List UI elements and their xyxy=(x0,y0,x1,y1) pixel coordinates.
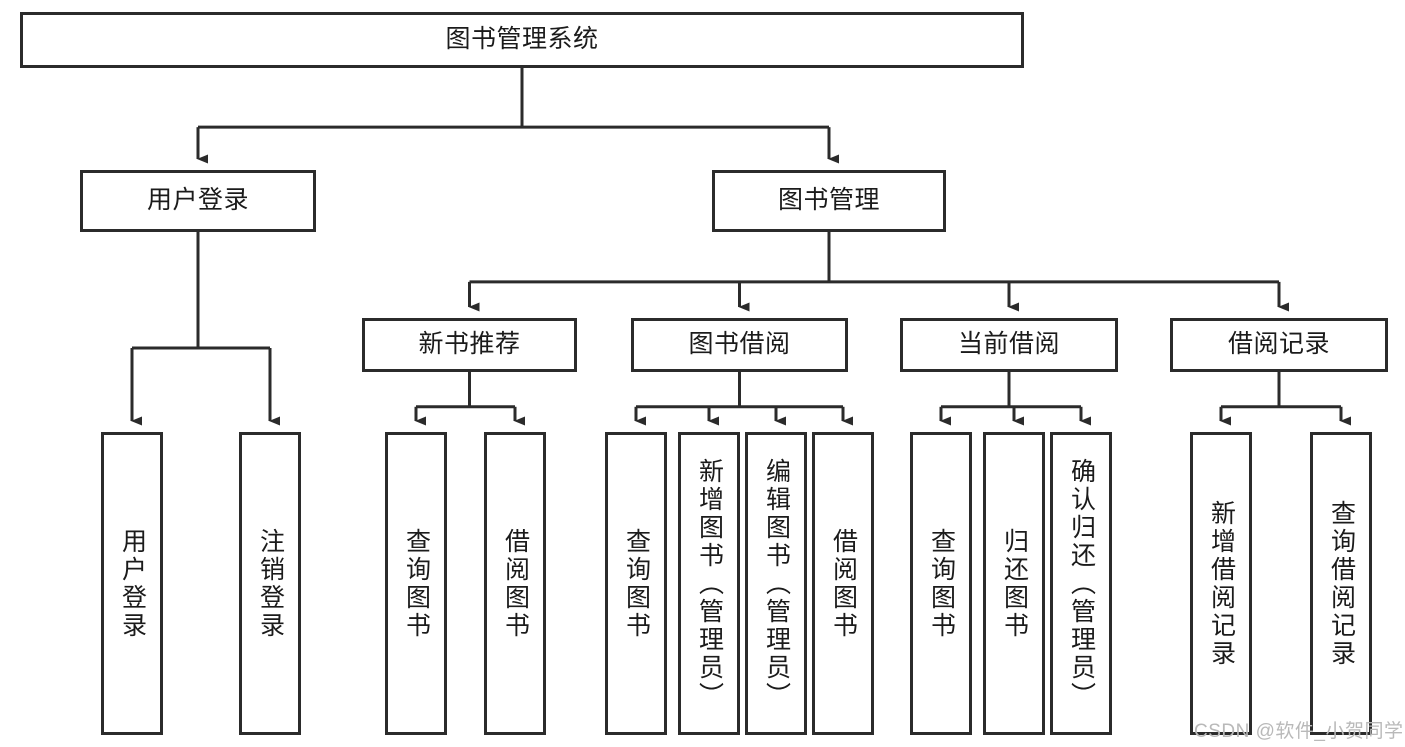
node-new-book-recommendation[interactable]: 新书推荐 xyxy=(362,318,577,372)
node-label: 查询借阅记录 xyxy=(1327,499,1356,668)
node-leaf-query-book-a[interactable]: 查询图书 xyxy=(385,432,447,735)
node-label: 查询图书 xyxy=(622,527,651,640)
node-label: 借阅图书 xyxy=(829,527,858,640)
node-leaf-return-book[interactable]: 归还图书 xyxy=(983,432,1045,735)
node-label: 借阅记录 xyxy=(1227,330,1330,359)
node-leaf-user-login[interactable]: 用户登录 xyxy=(101,432,163,735)
node-label: 新增借阅记录 xyxy=(1207,499,1236,668)
node-label: 编辑图书（管理员） xyxy=(762,457,791,710)
node-leaf-query-borrowing-record[interactable]: 查询借阅记录 xyxy=(1310,432,1372,735)
node-current-borrowing[interactable]: 当前借阅 xyxy=(900,318,1118,372)
node-label: 查询图书 xyxy=(402,527,431,640)
node-label: 图书管理系统 xyxy=(445,25,599,54)
node-label: 用户登录 xyxy=(118,527,147,640)
node-user-login[interactable]: 用户登录 xyxy=(80,170,316,232)
node-label: 新增图书（管理员） xyxy=(695,457,724,710)
node-leaf-confirm-return-admin[interactable]: 确认归还（管理员） xyxy=(1050,432,1112,735)
node-leaf-borrow-book-a[interactable]: 借阅图书 xyxy=(484,432,546,735)
node-borrowing-records[interactable]: 借阅记录 xyxy=(1170,318,1388,372)
csdn-watermark: CSDN @软件_小贺同学 xyxy=(1194,721,1404,742)
node-label: 借阅图书 xyxy=(501,527,530,640)
node-label: 图书借阅 xyxy=(688,330,791,359)
node-label: 图书管理 xyxy=(777,186,880,215)
node-label: 归还图书 xyxy=(1000,527,1029,640)
node-leaf-borrow-book-b[interactable]: 借阅图书 xyxy=(812,432,874,735)
node-leaf-add-borrowing-record[interactable]: 新增借阅记录 xyxy=(1190,432,1252,735)
node-book-management[interactable]: 图书管理 xyxy=(712,170,946,232)
node-leaf-query-book-b[interactable]: 查询图书 xyxy=(605,432,667,735)
node-label: 查询图书 xyxy=(927,527,956,640)
node-label: 新书推荐 xyxy=(418,330,521,359)
node-label: 注销登录 xyxy=(256,527,285,640)
node-label: 当前借阅 xyxy=(957,330,1060,359)
node-label: 用户登录 xyxy=(146,186,249,215)
node-book-borrowing[interactable]: 图书借阅 xyxy=(631,318,848,372)
node-root-book-management-system[interactable]: 图书管理系统 xyxy=(20,12,1024,68)
node-leaf-add-book-admin[interactable]: 新增图书（管理员） xyxy=(678,432,740,735)
node-leaf-logout[interactable]: 注销登录 xyxy=(239,432,301,735)
node-leaf-query-book-c[interactable]: 查询图书 xyxy=(910,432,972,735)
node-leaf-edit-book-admin[interactable]: 编辑图书（管理员） xyxy=(745,432,807,735)
node-label: 确认归还（管理员） xyxy=(1067,457,1096,710)
